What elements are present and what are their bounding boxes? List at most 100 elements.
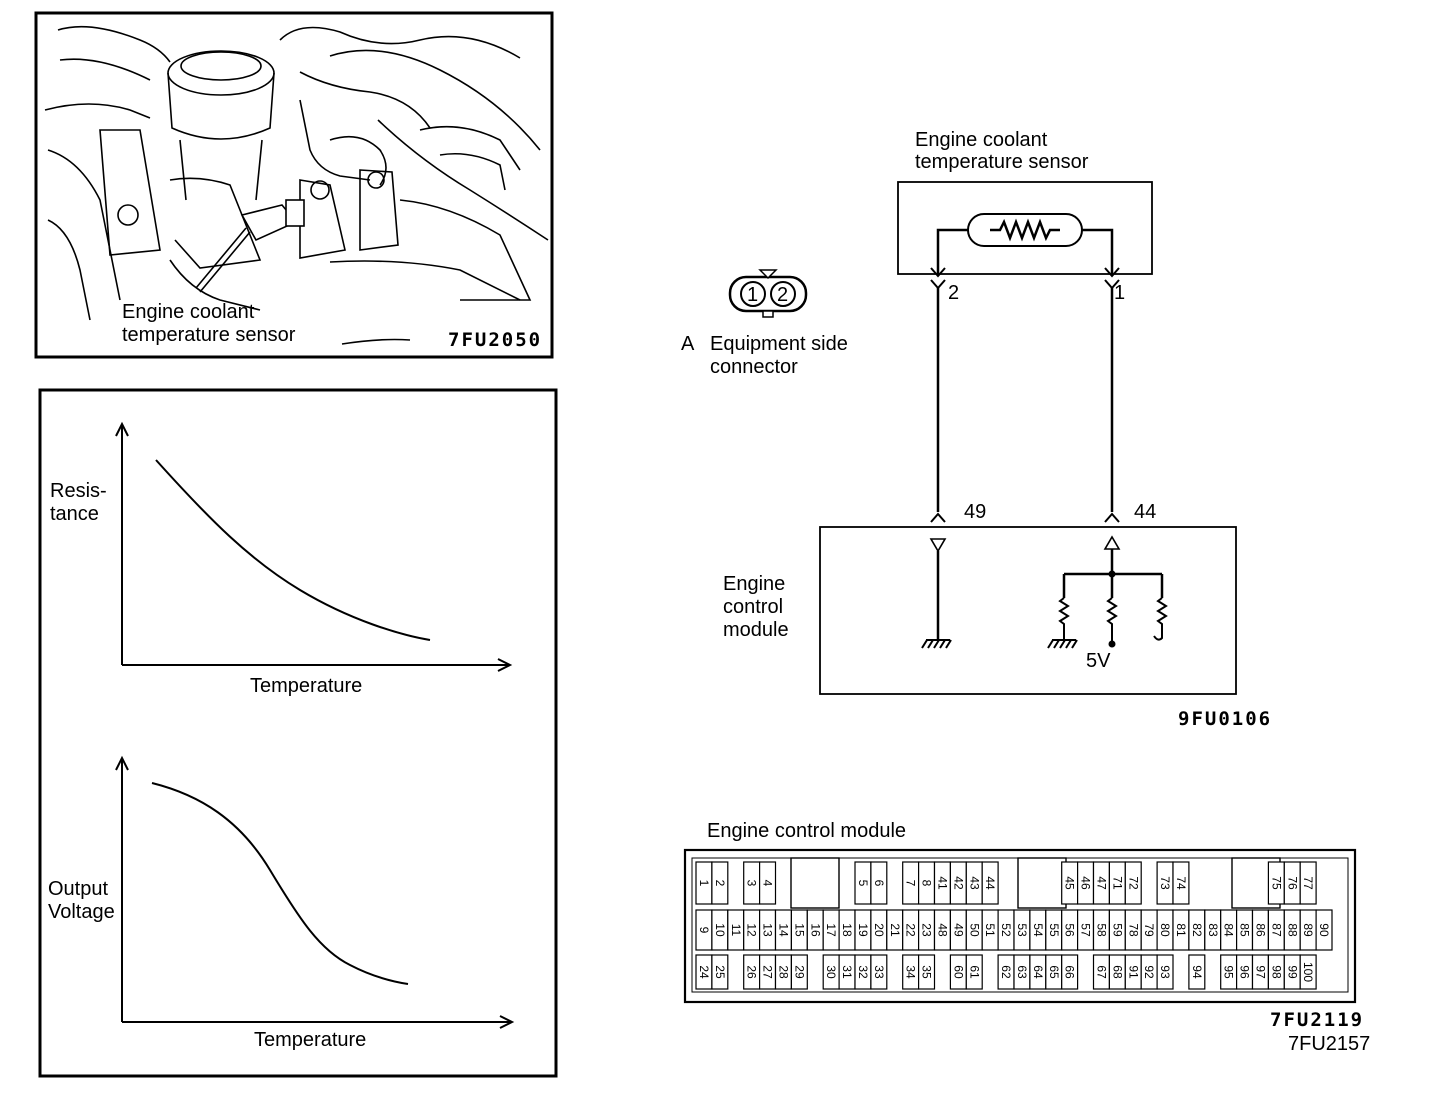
connector-pin-2-label: 2 (777, 284, 788, 306)
ecm-terminal-label: 76 (1285, 876, 1299, 890)
ecm-terminal-label: 75 (1269, 876, 1283, 890)
ecm-terminal-49: 49 (949, 909, 967, 951)
ecm-terminal-43: 43 (965, 861, 983, 905)
ecm-terminal-label: 6 (872, 880, 886, 887)
ecm-terminal-15: 15 (790, 909, 808, 951)
ecm-terminal-44: 44 (981, 861, 999, 905)
ecm-terminal-80: 80 (1156, 909, 1174, 951)
ecm-terminal-label: 23 (920, 923, 934, 937)
ecm-terminal-97: 97 (1251, 954, 1269, 990)
ecm-terminal-1: 1 (695, 861, 713, 905)
resistance-x-axis (122, 658, 513, 672)
ecm-terminal-96: 96 (1235, 954, 1254, 990)
ecm-label-line3: module (723, 619, 789, 641)
ecm-terminal-label: 45 (1063, 876, 1077, 890)
circuit-sensor-label-line1: Engine coolant (915, 129, 1048, 151)
ecm-terminal-label: 34 (904, 965, 918, 979)
photo-sensor-label-line2: temperature sensor (122, 324, 296, 346)
ecm-terminal-label: 98 (1269, 965, 1283, 979)
circuit-diagram: Engine coolant temperature sensor 2 1 49… (723, 129, 1270, 730)
harness-wires (936, 288, 1114, 512)
ecm-terminal-label: 93 (1158, 965, 1172, 979)
ecm-terminal-label: 29 (792, 965, 806, 979)
ecm-terminal-6: 6 (870, 861, 888, 905)
ecm-terminal-33: 33 (870, 954, 888, 990)
ecm-terminal-31: 31 (838, 954, 856, 990)
ecm-terminal-61: 61 (965, 954, 983, 990)
ecm-terminal-label: 66 (1063, 965, 1077, 979)
ecm-terminal-label: 19 (856, 923, 870, 937)
connector-letter: A (681, 333, 695, 355)
connector-pin-1-label: 1 (747, 284, 758, 306)
ecm-terminal-23: 23 (917, 909, 936, 951)
ecm-resistor-middle (1106, 597, 1118, 642)
ecm-terminal-98: 98 (1267, 954, 1285, 990)
ecm-terminal-92: 92 (1140, 954, 1158, 990)
sensor-box (897, 181, 1153, 275)
ecm-terminal-42: 42 (949, 861, 967, 905)
ecm-terminal-26: 26 (743, 954, 761, 990)
ecm-terminal-19: 19 (854, 909, 872, 951)
voltage-xlabel: Temperature (254, 1029, 366, 1051)
ecm-terminal-29: 29 (790, 954, 808, 990)
ecm-terminal-label: 54 (1031, 923, 1045, 937)
ecm-terminal-label: 33 (872, 965, 886, 979)
ecm-terminal-35: 35 (917, 954, 936, 990)
ecm-terminal-62: 62 (997, 954, 1015, 990)
ecm-terminal-label: 48 (935, 923, 949, 937)
engine-photo-panel: Engine coolant temperature sensor 7FU205… (34, 11, 554, 359)
ecm-terminal-label: 43 (967, 876, 981, 890)
ecm-terminal-label: 61 (967, 965, 981, 979)
ecm-terminal-65: 65 (1045, 954, 1063, 990)
ecm-terminal-84: 84 (1220, 909, 1238, 951)
ecm-terminal-label: 35 (920, 965, 934, 979)
ecm-terminal-label: 67 (1094, 965, 1108, 979)
ecm-terminal-57: 57 (1076, 909, 1095, 951)
ecm-terminal-label: 15 (792, 923, 806, 937)
connector-latch (758, 269, 778, 280)
resistance-ylabel-line2: tance (50, 503, 99, 525)
ecm-terminal-32: 32 (854, 954, 872, 990)
ecm-terminal-89: 89 (1299, 909, 1317, 951)
ecm-terminal-label: 64 (1031, 965, 1045, 979)
ecm-terminal-9: 9 (695, 909, 713, 951)
ecm-resistor-right (1153, 597, 1168, 641)
ecm-input-arrow-49 (929, 538, 947, 553)
ecm-terminal-label: 72 (1126, 876, 1140, 890)
ecm-terminal-5: 5 (854, 861, 872, 905)
ecm-terminal-label: 30 (824, 965, 838, 979)
ecm-terminal-label: 94 (1190, 965, 1204, 979)
ecm-terminal-82: 82 (1188, 909, 1206, 951)
ecm-terminal-41: 41 (933, 861, 951, 905)
ecm-connector-outline (683, 848, 1357, 1004)
ecm-terminal-label: 21 (888, 923, 902, 937)
ecm-terminal-label: 44 (983, 876, 997, 890)
ecm-terminal-label: 73 (1158, 876, 1172, 890)
circuit-sensor-label-line2: temperature sensor (915, 151, 1089, 173)
connector-label-line2: connector (710, 356, 798, 378)
ecm-terminal-60: 60 (949, 954, 967, 990)
ecm-terminal-label: 31 (840, 965, 854, 979)
ecm-terminal-90: 90 (1315, 909, 1333, 951)
ecm-terminal-24: 24 (695, 954, 713, 990)
ecm-terminal-label: 25 (713, 965, 727, 979)
ecm-terminal-12: 12 (743, 909, 761, 951)
ecm-terminal-72: 72 (1124, 861, 1142, 905)
ecm-terminal-20: 20 (870, 909, 888, 951)
ecm-terminal-59: 59 (1108, 909, 1126, 951)
key-slot-2 (1017, 857, 1067, 909)
ecm-terminal-58: 58 (1092, 909, 1110, 951)
ecm-terminal-label: 91 (1126, 965, 1140, 979)
ecm-terminal-label: 53 (1015, 923, 1029, 937)
ecm-terminal-label: 63 (1015, 965, 1029, 979)
ecm-terminal-label: 96 (1238, 965, 1252, 979)
ecm-terminal-44 (1104, 512, 1120, 523)
thermistor-resistor (990, 218, 1060, 242)
ecm-terminal-93: 93 (1156, 954, 1174, 990)
ecm-terminal-25: 25 (711, 954, 729, 990)
ecm-terminal-13: 13 (758, 909, 777, 951)
ecm-terminal-100: 100 (1299, 954, 1317, 990)
ecm-terminal-label: 5 (856, 880, 870, 887)
ecm-terminal-label: 18 (840, 923, 854, 937)
